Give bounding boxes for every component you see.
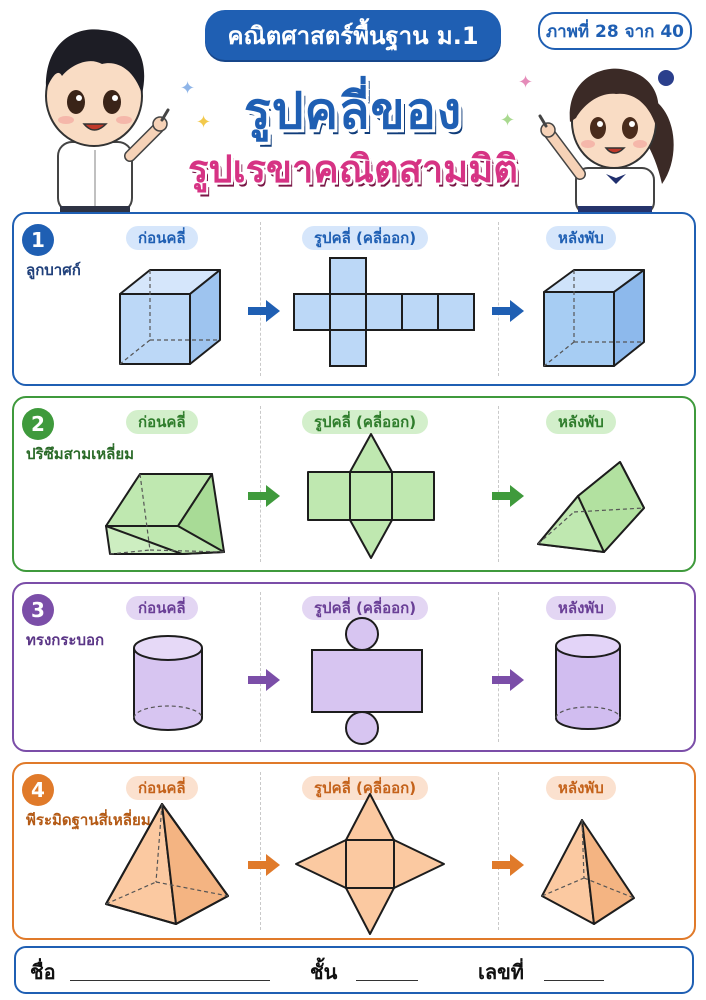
column-divider	[498, 592, 499, 742]
title-line-2: รูปเรขาคณิตสามมิติ	[188, 147, 518, 191]
section-square-pyramid: 4 พีระมิดฐานสี่เหลี่ยม ก่อนคลี่ รูปคลี่ …	[12, 762, 696, 940]
tag-net: รูปคลี่ (คลี่ออก)	[302, 226, 429, 250]
tag-after: หลังพับ	[546, 776, 616, 800]
tag-before: ก่อนคลี่	[126, 596, 198, 620]
tag-before: ก่อนคลี่	[126, 226, 198, 250]
column-divider	[260, 222, 261, 376]
tag-net: รูปคลี่ (คลี่ออก)	[302, 776, 429, 800]
tag-before: ก่อนคลี่	[126, 410, 198, 434]
column-divider	[498, 406, 499, 562]
column-divider	[260, 406, 261, 562]
shape-name: ปริซึมสามเหลี่ยม	[26, 445, 134, 463]
pyramid-diagram	[105, 793, 635, 935]
section-number: 3	[22, 594, 54, 626]
subject-text: คณิตศาสตร์พื้นฐาน ม.1	[227, 21, 479, 50]
tag-after: หลังพับ	[546, 226, 616, 250]
section-number: 1	[22, 224, 54, 256]
girl-illustration	[538, 68, 674, 216]
sparkle-icon: ✦	[518, 72, 534, 93]
tag-net: รูปคลี่ (คลี่ออก)	[302, 596, 429, 620]
tag-net: รูปคลี่ (คลี่ออก)	[302, 410, 429, 434]
column-divider	[260, 592, 261, 742]
section-cylinder: 3 ทรงกระบอก ก่อนคลี่ รูปคลี่ (คลี่ออก) ห…	[12, 582, 696, 752]
name-label: ชื่อ	[30, 960, 56, 984]
tag-after: หลังพับ	[546, 596, 616, 620]
column-divider	[498, 772, 499, 930]
shape-name: ทรงกระบอก	[26, 631, 105, 649]
cube-diagram	[119, 257, 645, 367]
arrow-icon	[248, 485, 280, 507]
section-number: 4	[22, 774, 54, 806]
arrow-icon	[492, 485, 524, 507]
boy-illustration	[45, 29, 170, 216]
column-divider	[498, 222, 499, 376]
number-label: เลขที่	[478, 960, 524, 984]
page-indicator-text: ภาพที่ 28 จาก 40	[545, 21, 685, 42]
section-triangular-prism: 2 ปริซึมสามเหลี่ยม ก่อนคลี่ รูปคลี่ (คลี…	[12, 396, 696, 572]
sparkle-icon: ✦	[196, 112, 212, 133]
shape-name: ลูกบาศก์	[26, 261, 81, 279]
class-field[interactable]	[356, 980, 418, 981]
arrow-icon	[248, 854, 280, 876]
arrow-icon	[492, 300, 524, 322]
name-field[interactable]	[70, 980, 270, 981]
number-field[interactable]	[544, 980, 604, 981]
section-number: 2	[22, 408, 54, 440]
title-line-1: รูปคลี่ของ	[243, 82, 463, 140]
subject-banner: คณิตศาสตร์พื้นฐาน ม.1	[205, 10, 501, 60]
arrow-icon	[492, 854, 524, 876]
page-indicator: ภาพที่ 28 จาก 40	[538, 12, 692, 50]
shape-name: พีระมิดฐานสี่เหลี่ยม	[26, 811, 151, 829]
arrow-icon	[248, 669, 280, 691]
prism-diagram	[105, 433, 645, 559]
class-label: ชั้น	[310, 960, 338, 984]
column-divider	[260, 772, 261, 930]
arrow-icon	[492, 669, 524, 691]
sparkle-icon: ✦	[500, 110, 516, 131]
tag-after: หลังพับ	[546, 410, 616, 434]
student-info-footer: ชื่อ ชั้น เลขที่	[14, 946, 694, 994]
cylinder-diagram	[133, 617, 621, 745]
section-cube: 1 ลูกบาศก์ ก่อนคลี่ รูปคลี่ (คลี่ออก) หล…	[12, 212, 696, 386]
arrow-icon	[248, 300, 280, 322]
sparkle-icon: ✦	[180, 78, 196, 99]
tag-before: ก่อนคลี่	[126, 776, 198, 800]
